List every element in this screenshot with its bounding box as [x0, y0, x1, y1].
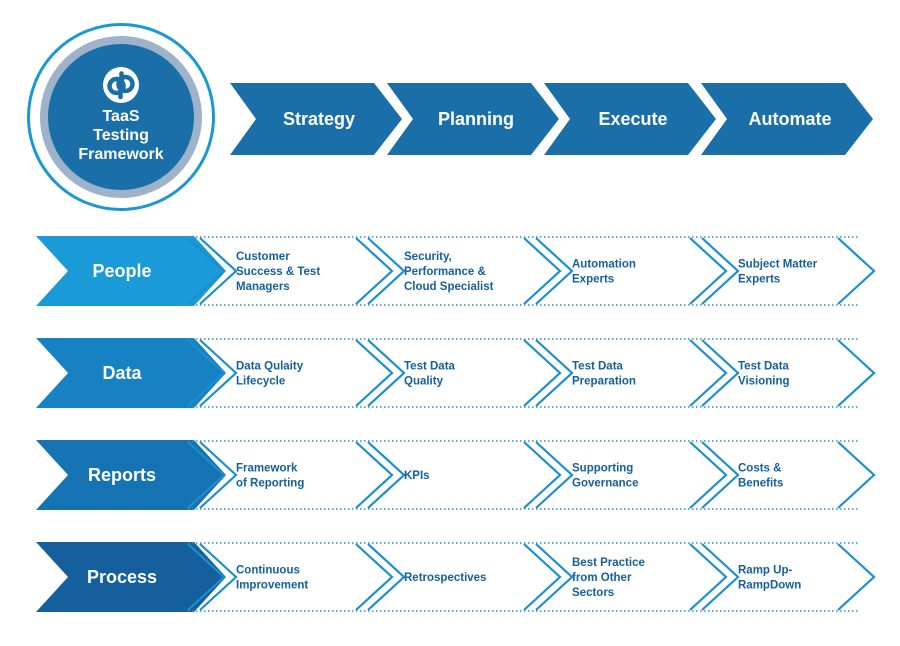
item-chevron-outline: [701, 543, 740, 611]
item-chevron-outline: [187, 441, 226, 509]
item-chevron-outline: [355, 441, 394, 509]
row-item-text: Best Practice: [572, 557, 645, 569]
item-chevron-outline: [535, 441, 574, 509]
logo-title-line: Framework: [78, 146, 164, 163]
item-chevron-outline: [199, 543, 238, 611]
item-chevron-outline: [355, 543, 394, 611]
logo-title-line: TaaS: [102, 108, 140, 125]
row-item-text: Supporting: [572, 463, 633, 475]
row-item-text: Data Qulaity: [236, 361, 304, 373]
row-end-chevron: [837, 237, 876, 305]
item-chevron-outline: [523, 543, 562, 611]
item-chevron-outline: [199, 441, 238, 509]
row-item-text: Sectors: [572, 587, 614, 599]
row-item-text: Experts: [572, 274, 614, 286]
item-chevron-outline: [199, 339, 238, 407]
row-category-arrow: [36, 236, 226, 306]
row-item-text: Quality: [404, 376, 444, 388]
item-chevron-outline: [523, 441, 562, 509]
item-chevron-outline: [367, 543, 406, 611]
row-item-text: Test Data: [404, 361, 456, 373]
item-chevron-outline: [187, 339, 226, 407]
item-chevron-outline: [535, 339, 574, 407]
phase-arrow: [230, 83, 402, 155]
row-item-text: Test Data: [572, 361, 624, 373]
phase-label: Automate: [748, 109, 831, 129]
row-item-text: Improvement: [236, 580, 308, 592]
item-chevron-outline: [535, 543, 574, 611]
row-item-text: Governance: [572, 478, 638, 490]
item-chevron-outline: [535, 237, 574, 305]
phase-label: Execute: [598, 109, 667, 129]
row-end-chevron: [837, 441, 876, 509]
dp-logo-icon: [103, 67, 139, 103]
row-item-text: Subject Matter: [738, 259, 818, 271]
item-chevron-outline: [187, 237, 226, 305]
logo-title: TaaS Testing Framework: [48, 107, 194, 164]
phase-arrow: [701, 83, 873, 155]
logo-title-line: Testing: [93, 127, 149, 144]
row-item-text: Security,: [404, 251, 452, 263]
row-category-label: Data: [102, 363, 142, 383]
item-chevron-outline: [367, 441, 406, 509]
row-item-text: Ramp Up-: [738, 565, 792, 577]
row-item-text: Automation: [572, 259, 636, 271]
logo-circle: TaaS Testing Framework: [27, 23, 215, 211]
row-end-chevron: [837, 339, 876, 407]
row-item-text: Benefits: [738, 478, 783, 490]
item-chevron-outline: [187, 543, 226, 611]
row-category-arrow: [36, 440, 226, 510]
row-item-text: KPIs: [404, 470, 430, 482]
row-item-text: Experts: [738, 274, 780, 286]
row-category-label: Reports: [88, 465, 156, 485]
row-item-text: Continuous: [236, 565, 300, 577]
item-chevron-outline: [689, 441, 728, 509]
item-chevron-outline: [701, 441, 740, 509]
row-category-arrow: [36, 542, 226, 612]
phase-label: Planning: [438, 109, 514, 129]
row-category-label: People: [92, 261, 151, 281]
item-chevron-outline: [523, 237, 562, 305]
phase-arrow: [544, 83, 716, 155]
row-item-text: Customer: [236, 251, 290, 263]
row-item-text: RampDown: [738, 580, 801, 592]
row-item-text: Performance &: [404, 266, 486, 278]
item-chevron-outline: [355, 339, 394, 407]
item-chevron-outline: [367, 339, 406, 407]
row-item-text: Retrospectives: [404, 572, 486, 584]
row-category-arrow: [36, 338, 226, 408]
row-category-label: Process: [87, 567, 157, 587]
item-chevron-outline: [367, 237, 406, 305]
row-item-text: Managers: [236, 281, 290, 293]
row-item-text: from Other: [572, 572, 632, 584]
phase-arrow: [387, 83, 559, 155]
item-chevron-outline: [701, 237, 740, 305]
row-item-text: Preparation: [572, 376, 636, 388]
row-item-text: Success & Test: [236, 266, 320, 278]
row-item-text: Lifecycle: [236, 376, 285, 388]
row-item-text: Visioning: [738, 376, 790, 388]
item-chevron-outline: [689, 543, 728, 611]
item-chevron-outline: [199, 237, 238, 305]
row-item-text: Costs &: [738, 463, 781, 475]
row-end-chevron: [837, 543, 876, 611]
item-chevron-outline: [689, 237, 728, 305]
phase-label: Strategy: [283, 109, 355, 129]
row-item-text: of Reporting: [236, 478, 304, 490]
row-item-text: Test Data: [738, 361, 790, 373]
item-chevron-outline: [355, 237, 394, 305]
item-chevron-outline: [689, 339, 728, 407]
item-chevron-outline: [701, 339, 740, 407]
row-item-text: Cloud Specialist: [404, 281, 494, 293]
item-chevron-outline: [523, 339, 562, 407]
row-item-text: Framework: [236, 463, 298, 475]
